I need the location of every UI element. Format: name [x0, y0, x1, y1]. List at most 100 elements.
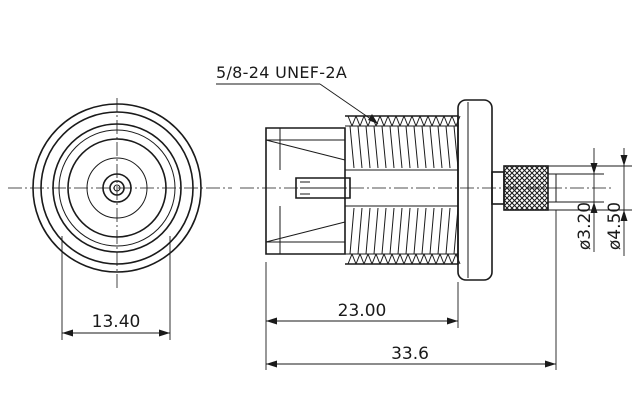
thread-crest-bottom — [359, 253, 365, 265]
dim-face-diameter-label: 13.40 — [92, 312, 141, 332]
thread-crest-top — [391, 115, 397, 127]
thread-crest-bottom — [407, 253, 413, 265]
thread-crest-bottom — [443, 253, 449, 265]
dim-pin-diameter-label: ø3.20 — [575, 202, 595, 250]
side-nose-bevel-bottom — [265, 221, 346, 243]
side-view: 5/8-24 UNEF-2A 23.00 33.6 ø3.20 ø4.50 — [216, 63, 632, 370]
knurl-line — [529, 191, 549, 211]
thread-crest-top — [443, 115, 449, 127]
dim-arrow-left — [62, 329, 73, 337]
thread-crest-top — [439, 115, 445, 127]
thread-crest-bottom — [439, 253, 445, 265]
knurl-line — [544, 165, 549, 170]
thread-flank-bottom — [365, 207, 371, 255]
thread-crest-top — [423, 115, 429, 127]
thread-crest-bottom — [411, 253, 417, 265]
thread-crest-bottom — [391, 253, 397, 265]
knurl-line — [503, 179, 535, 211]
thread-flank-top — [389, 125, 395, 169]
thread-crest-top — [419, 115, 425, 127]
front-flange-inner — [40, 111, 194, 265]
dim-pin-arrow-top — [590, 163, 598, 174]
dim-shank-arrow-top — [620, 155, 628, 166]
knurl-line — [514, 176, 549, 211]
front-dielectric — [86, 157, 148, 219]
thread-crest-bottom — [387, 253, 393, 265]
thread-crest-bottom — [351, 253, 357, 265]
thread-flank-bottom — [357, 207, 363, 255]
thread-crest-top — [399, 115, 405, 127]
thread-crest-bottom — [431, 253, 437, 265]
thread-flank-bottom — [429, 207, 435, 255]
side-threads-top — [345, 115, 461, 169]
thread-crest-bottom — [395, 253, 401, 265]
thread-crest-top — [375, 115, 381, 127]
knurl-line — [514, 165, 549, 200]
thread-flank-bottom — [413, 207, 419, 255]
thread-crest-top — [379, 115, 385, 127]
thread-crest-top — [435, 115, 441, 127]
thread-crest-top — [395, 115, 401, 127]
thread-crest-top — [403, 115, 409, 127]
thread-crest-top — [427, 115, 433, 127]
thread-callout-leader — [319, 83, 379, 125]
dim-shank-arrow-bottom — [620, 210, 628, 221]
side-nose-bevel-top — [265, 139, 346, 161]
thread-crest-top — [355, 115, 361, 127]
knurl-line — [519, 181, 549, 211]
thread-flank-top — [373, 125, 379, 169]
thread-crest-top — [347, 115, 353, 127]
knurl-line — [504, 165, 549, 210]
thread-flank-bottom — [421, 207, 427, 255]
thread-crest-bottom — [423, 253, 429, 265]
thread-crest-top — [431, 115, 437, 127]
side-flange — [457, 99, 493, 281]
dim-body-length-label: 23.00 — [338, 301, 387, 321]
thread-crest-bottom — [371, 253, 377, 265]
side-pin-tip — [547, 173, 557, 203]
knurl-line — [503, 165, 540, 202]
front-view: 13.40 — [8, 98, 232, 340]
thread-flank-bottom — [437, 207, 443, 255]
thread-flank-bottom — [405, 207, 411, 255]
knurl-line — [503, 165, 535, 197]
dim-body-arrow-right — [447, 317, 458, 325]
thread-flank-top — [437, 125, 443, 169]
thread-flank-top — [365, 125, 371, 169]
thread-flank-top — [397, 125, 403, 169]
thread-crest-bottom — [379, 253, 385, 265]
front-body-face — [67, 138, 167, 238]
thread-crest-top — [359, 115, 365, 127]
dim-overall-arrow-left — [266, 360, 277, 368]
thread-flank-bottom — [349, 207, 355, 255]
thread-crest-bottom — [347, 253, 353, 265]
knurl-line — [504, 166, 549, 211]
front-thread-minor — [58, 129, 176, 247]
thread-crest-top — [411, 115, 417, 127]
thread-crest-top — [447, 115, 453, 127]
thread-crest-bottom — [419, 253, 425, 265]
front-contact — [109, 180, 125, 196]
dim-arrow-right — [159, 329, 170, 337]
thread-crest-bottom — [367, 253, 373, 265]
side-nose-outline — [265, 127, 346, 255]
knurl-line — [503, 194, 520, 211]
thread-crest-bottom — [435, 253, 441, 265]
thread-crest-bottom — [427, 253, 433, 265]
knurl-line — [539, 201, 549, 211]
knurl-line — [544, 206, 549, 211]
thread-crest-bottom — [415, 253, 421, 265]
thread-flank-bottom — [389, 207, 395, 255]
front-socket-ring — [102, 173, 132, 203]
thread-flank-bottom — [397, 207, 403, 255]
thread-crest-top — [351, 115, 357, 127]
thread-flank-top — [349, 125, 355, 169]
knurl-line — [519, 165, 549, 195]
thread-crest-bottom — [403, 253, 409, 265]
thread-flank-bottom — [445, 207, 451, 255]
thread-flank-top — [381, 125, 387, 169]
thread-flank-top — [445, 125, 451, 169]
dim-overall-arrow-right — [545, 360, 556, 368]
thread-crest-bottom — [375, 253, 381, 265]
knurl-line — [529, 165, 549, 185]
